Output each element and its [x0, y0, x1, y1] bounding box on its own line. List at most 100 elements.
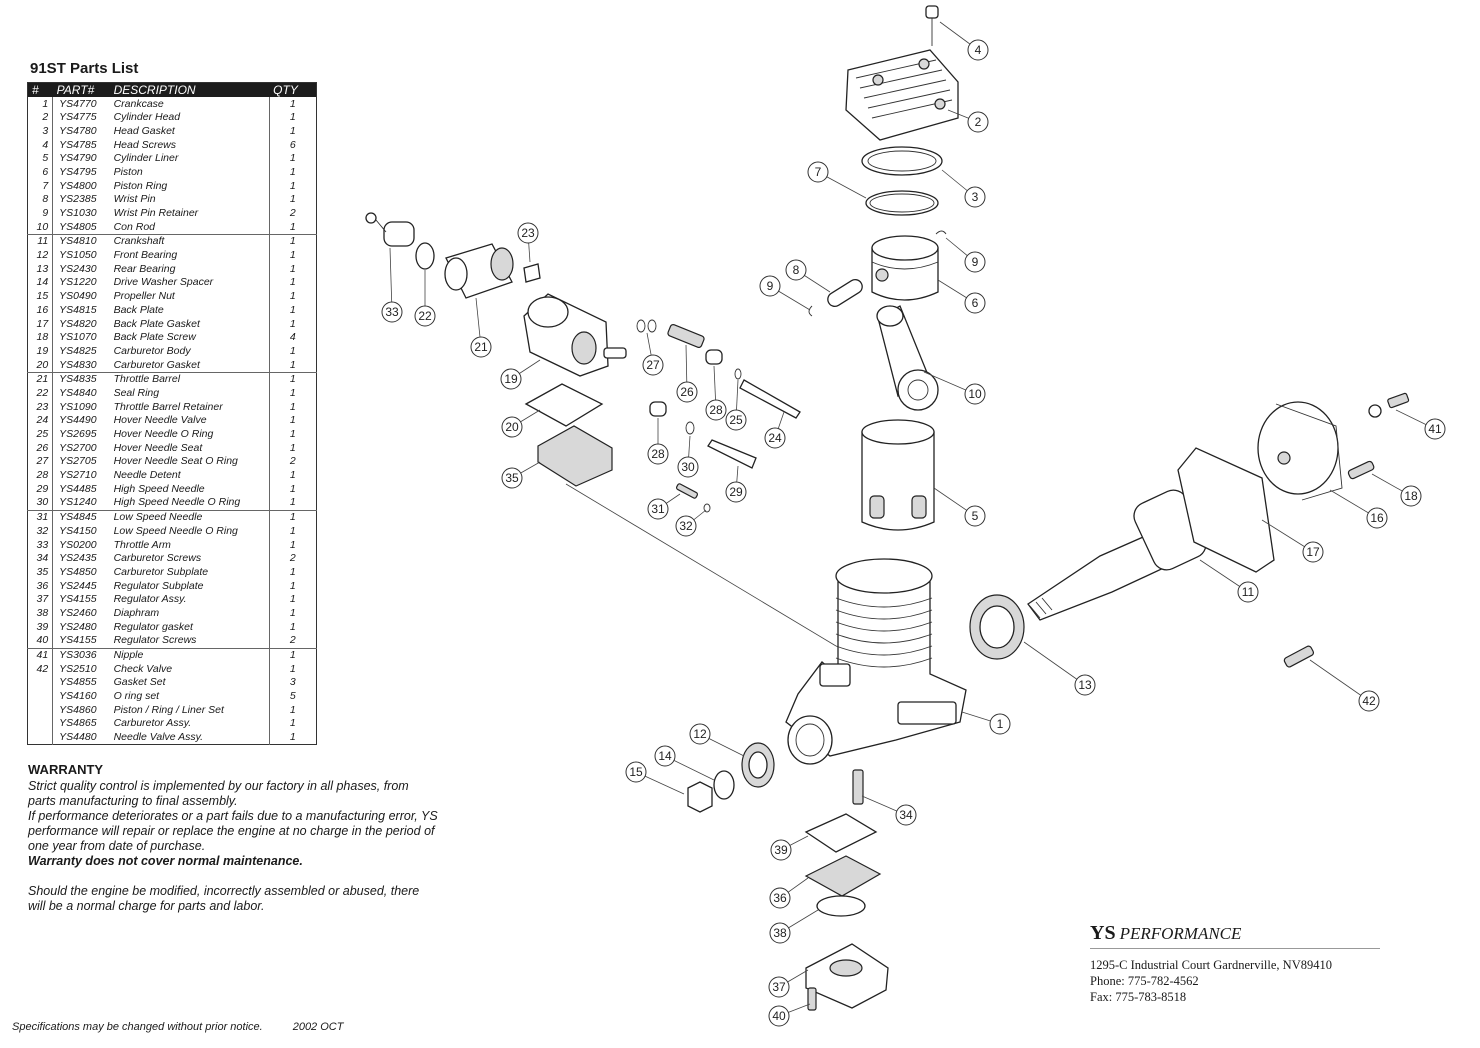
carburetor-screw-drawing [852, 769, 864, 805]
regulator-assy-drawing [805, 943, 889, 1009]
callout-label: 9 [972, 255, 979, 269]
part-quantity: 1 [268, 234, 317, 249]
part-description: Drive Washer Spacer [113, 276, 214, 289]
company-fax: Fax: 775-783-8518 [1090, 990, 1187, 1004]
o-ring-drawing [636, 319, 646, 333]
part-description: Propeller Nut [113, 290, 175, 303]
part-description: Gasket Set [113, 676, 166, 689]
part-quantity: 2 [268, 633, 317, 649]
part-callout: 22 [414, 305, 436, 327]
callout-label: 12 [693, 727, 707, 741]
part-number-index: 26 [27, 441, 54, 455]
part-callout: 30 [677, 456, 699, 478]
part-code: YS4815 [59, 303, 97, 316]
callout-circle [1358, 690, 1380, 712]
part-callout: 11 [1237, 581, 1259, 603]
callout-label: 29 [729, 485, 743, 499]
part-description: Back Plate [113, 303, 164, 316]
part-quantity: 3 [268, 675, 317, 690]
part-callout: 40 [768, 1005, 790, 1027]
part-code: YS4485 [59, 482, 97, 495]
callout-leader-line [1309, 659, 1370, 702]
callout-circle [770, 839, 792, 861]
callout-label: 42 [1362, 694, 1376, 708]
callout-label: 36 [773, 891, 787, 905]
callout-circle [967, 39, 989, 61]
part-description: Carburetor Screws [113, 552, 202, 565]
part-number-index: 8 [27, 192, 54, 207]
part-number-index: 21 [27, 372, 54, 387]
callout-label: 19 [504, 372, 518, 386]
part-description: Crankcase [113, 97, 164, 110]
part-description: Regulator Subplate [113, 579, 204, 592]
part-code: YS4835 [59, 373, 97, 386]
part-quantity: 1 [268, 124, 317, 139]
back-plate-gasket-drawing [1177, 447, 1275, 573]
part-quantity: 1 [268, 716, 317, 731]
part-description: Wrist Pin Retainer [113, 207, 199, 220]
part-number-index: 1 [27, 97, 54, 111]
part-description: Head Gasket [113, 124, 175, 137]
part-quantity: 1 [268, 413, 317, 428]
part-code: YS4855 [59, 676, 97, 689]
callout-circle [675, 515, 697, 537]
part-quantity: 1 [268, 372, 317, 387]
part-number-index [27, 716, 54, 731]
part-quantity: 1 [268, 275, 317, 290]
part-number-index: 40 [27, 633, 54, 649]
callout-label: 8 [793, 263, 800, 277]
callout-circle [964, 292, 986, 314]
callout-label: 10 [968, 387, 982, 401]
callout-label: 39 [774, 843, 788, 857]
specification-notice: Specifications may be changed without pr… [12, 1021, 263, 1033]
part-number-index: 19 [27, 344, 54, 359]
part-quantity: 1 [268, 524, 317, 538]
part-description: Hover Needle O Ring [113, 428, 214, 441]
part-code: YS2700 [59, 441, 97, 454]
part-description: Needle Detent [113, 469, 181, 482]
assembly-guide-line [565, 483, 837, 647]
back-plate-screw-drawing [1347, 460, 1375, 480]
callout-circle [381, 301, 403, 323]
part-code: YS2705 [59, 455, 97, 468]
part-callout: 37 [768, 976, 790, 998]
part-code: YS1240 [52, 495, 110, 511]
part-description: Con Rod [109, 220, 270, 235]
callout-label: 2 [975, 115, 982, 129]
part-quantity: 1 [268, 482, 317, 496]
part-callout: 27 [642, 354, 664, 376]
part-code: YS4800 [59, 179, 97, 192]
part-number-index: 7 [27, 179, 54, 193]
callout-label: 13 [1078, 678, 1092, 692]
carburetor-body-drawing [523, 293, 627, 377]
part-quantity: 1 [268, 510, 317, 525]
part-callout: 12 [689, 723, 711, 745]
part-callout: 17 [1302, 541, 1324, 563]
brand-ys: YS [1090, 922, 1116, 944]
callout-circle [705, 399, 727, 421]
callout-label: 3 [972, 190, 979, 204]
callout-label: 6 [972, 296, 979, 310]
part-quantity: 1 [268, 400, 317, 414]
part-description: Carburetor Gasket [109, 358, 270, 373]
throttle-arm-drawing [365, 212, 415, 247]
part-number-index: 25 [27, 427, 54, 442]
part-description: Throttle Barrel [113, 373, 181, 386]
callout-circle [1302, 541, 1324, 563]
rear-bearing-drawing [969, 594, 1025, 660]
part-number-index: 10 [27, 220, 54, 235]
part-number-index: 27 [27, 454, 54, 469]
part-number-index: 15 [27, 289, 54, 304]
warranty-title: WARRANTY [28, 762, 104, 777]
part-description: Crankshaft [113, 235, 165, 248]
wrist-pin-retainer-drawing [808, 305, 813, 317]
part-code: YS4490 [59, 414, 97, 427]
